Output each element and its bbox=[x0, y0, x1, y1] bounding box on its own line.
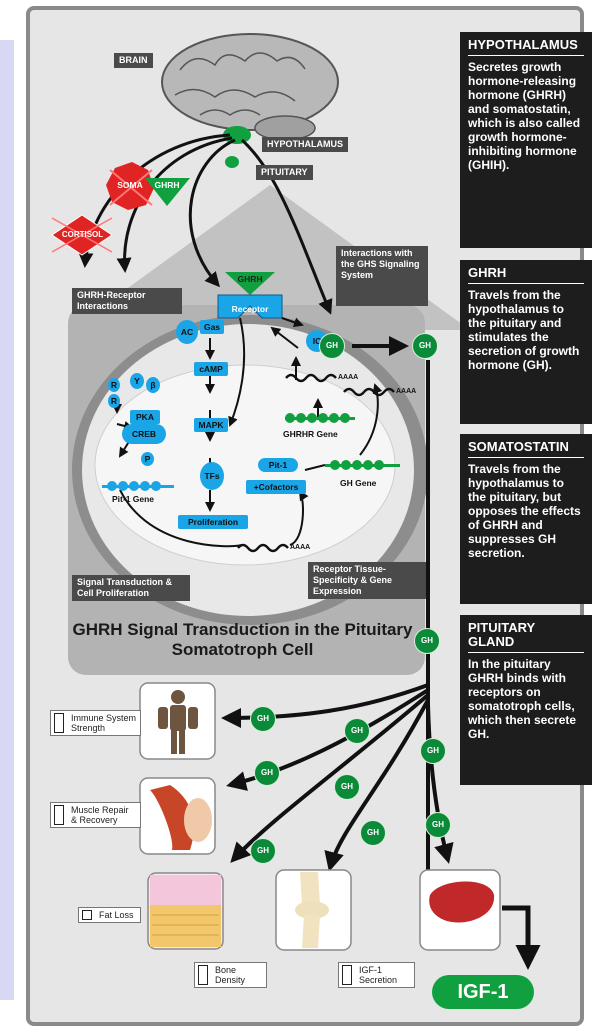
receptor-label: Receptor bbox=[231, 304, 269, 314]
muscle-label: Muscle Repair & Recovery bbox=[50, 802, 141, 828]
mrna-2 bbox=[343, 387, 395, 397]
brain-illustration bbox=[161, 33, 339, 141]
ghrhr-gene-beads bbox=[285, 413, 355, 423]
panel-somatostatin-body: Travels from the hypothalamus to the pit… bbox=[468, 462, 581, 560]
cortisol-cross bbox=[51, 217, 113, 253]
panel-hypothalamus-body: Secretes growth hormone-releasing hormon… bbox=[468, 60, 581, 172]
bone-label-text: Bone Density bbox=[215, 965, 246, 985]
fat-label-text: Fat Loss bbox=[99, 910, 134, 920]
mrna-1-aaaa: AAAA bbox=[338, 374, 359, 381]
gh-badge-cell: GH bbox=[319, 333, 345, 359]
up-arrow-icon bbox=[54, 713, 64, 733]
pit1-node: Pit-1 bbox=[258, 458, 298, 472]
igf1-pill: IGF-1 bbox=[432, 975, 534, 1009]
up-arrow-icon bbox=[198, 965, 208, 985]
p-node: P bbox=[141, 452, 154, 466]
up-arrow-icon bbox=[342, 965, 352, 985]
mrna-3-aaaa: AAAA bbox=[290, 544, 311, 551]
receptor-specificity-label: Receptor Tissue-Specificity & Gene Expre… bbox=[308, 562, 426, 599]
panel-ghrh-body: Travels from the hypothalamus to the pit… bbox=[468, 288, 580, 372]
panel-somatostatin-heading: SOMATOSTATIN bbox=[468, 440, 584, 458]
gh-badge-muscle-2: GH bbox=[334, 774, 360, 800]
cortisol-label: CORTISOL bbox=[61, 230, 104, 239]
igf-secretion-label: IGF-1 Secretion bbox=[338, 962, 415, 988]
gh-gene-label: GH Gene bbox=[340, 478, 377, 488]
ghrh-receptor-interactions-label: GHRH-Receptor Interactions bbox=[72, 288, 182, 314]
tfs-node: TFs bbox=[200, 462, 224, 490]
panel-somatostatin: SOMATOSTATIN Travels from the hypothalam… bbox=[460, 434, 592, 604]
ghs-interactions-label: Interactions with the GHS Signaling Syst… bbox=[336, 246, 428, 306]
ghrhr-gene-label: GHRHR Gene bbox=[283, 429, 338, 439]
hypothalamus-label: HYPOTHALAMUS bbox=[262, 137, 348, 152]
panel-hypothalamus-heading: HYPOTHALAMUS bbox=[468, 38, 584, 56]
pit1-gene-label: Pit-1 Gene bbox=[112, 494, 155, 504]
mapk-node: MAPK bbox=[194, 418, 228, 432]
arrow-hypo-ghs bbox=[240, 138, 333, 315]
fat-label: Fat Loss bbox=[78, 907, 141, 923]
left-stripe bbox=[0, 40, 14, 1000]
pit1-gene-beads bbox=[102, 481, 174, 491]
panel-hypothalamus: HYPOTHALAMUS Secretes growth hormone-rel… bbox=[460, 32, 592, 248]
mrna-2-aaaa: AAAA bbox=[396, 388, 417, 395]
gh-badge-immune-2: GH bbox=[344, 718, 370, 744]
gh-badge-trunk: GH bbox=[414, 628, 440, 654]
diagram-title: GHRH Signal Transduction in the Pituitar… bbox=[72, 620, 413, 659]
pituitary-shape bbox=[225, 156, 239, 168]
gh-badge-fat: GH bbox=[250, 838, 276, 864]
gh-badge-right: GH bbox=[420, 738, 446, 764]
panel-pituitary-body: In the pituitary GHRH binds with recepto… bbox=[468, 657, 577, 741]
igf-secretion-label-text: IGF-1 Secretion bbox=[359, 965, 398, 985]
panel-ghrh: GHRH Travels from the hypothalamus to th… bbox=[460, 260, 592, 424]
arrow-hypo-ghrh bbox=[188, 138, 236, 288]
liver-icon bbox=[429, 881, 495, 923]
immune-label: Immune System Strength bbox=[50, 710, 141, 736]
gh-badge-bone: GH bbox=[360, 820, 386, 846]
r-node-2: R bbox=[108, 394, 120, 408]
pituitary-label: PITUITARY bbox=[256, 165, 313, 180]
receptor-shape bbox=[217, 294, 283, 319]
body-figure-icon bbox=[158, 690, 198, 754]
signal-transduction-label: Signal Transduction & Cell Proliferation bbox=[72, 575, 190, 601]
gh-badge-muscle: GH bbox=[254, 760, 280, 786]
gh-badge-immune: GH bbox=[250, 706, 276, 732]
camp-node: cAMP bbox=[194, 362, 228, 376]
bone-label: Bone Density bbox=[194, 962, 267, 988]
brain-label: BRAIN bbox=[114, 53, 153, 68]
gh-gene-beads bbox=[325, 460, 400, 470]
beta-node: β bbox=[146, 377, 160, 393]
mrna-3 bbox=[237, 543, 289, 553]
mrna-1 bbox=[285, 373, 337, 383]
muscle-label-text: Muscle Repair & Recovery bbox=[71, 805, 129, 825]
gh-badge-liver: GH bbox=[425, 812, 451, 838]
ghrh-top-label: GHRH bbox=[154, 180, 180, 190]
r-node-1: R bbox=[108, 378, 120, 392]
fat-tissue-icon bbox=[150, 875, 221, 947]
proliferation-node: Proliferation bbox=[178, 515, 248, 529]
up-arrow-icon bbox=[54, 805, 64, 825]
gamma-node: Y bbox=[130, 373, 144, 389]
ac-node: AC bbox=[176, 320, 198, 344]
cofactors-node: +Cofactors bbox=[246, 480, 306, 494]
panel-pituitary-heading: PITUITARY GLAND bbox=[468, 621, 584, 653]
ghrh-triangle-top bbox=[145, 178, 190, 206]
muscle-arm-icon bbox=[150, 785, 212, 850]
knee-bone-icon bbox=[295, 872, 329, 948]
soma-label: SOMA bbox=[117, 180, 143, 190]
panel-ghrh-heading: GHRH bbox=[468, 266, 584, 284]
pka-node: PKA bbox=[130, 410, 160, 424]
gas-node: Gas bbox=[200, 320, 224, 334]
creb-node: CREB bbox=[122, 424, 166, 444]
arrow-liver-igf bbox=[502, 905, 541, 970]
ghrh-triangle-receptor bbox=[225, 272, 275, 295]
soma-cross bbox=[109, 169, 153, 206]
gh-badge-out: GH bbox=[412, 333, 438, 359]
panel-pituitary-gland: PITUITARY GLAND In the pituitary GHRH bi… bbox=[460, 615, 592, 785]
immune-label-text: Immune System Strength bbox=[71, 713, 137, 733]
ghrh-receptor-ligand-label: GHRH bbox=[237, 274, 263, 284]
up-arrow-icon bbox=[82, 910, 92, 920]
